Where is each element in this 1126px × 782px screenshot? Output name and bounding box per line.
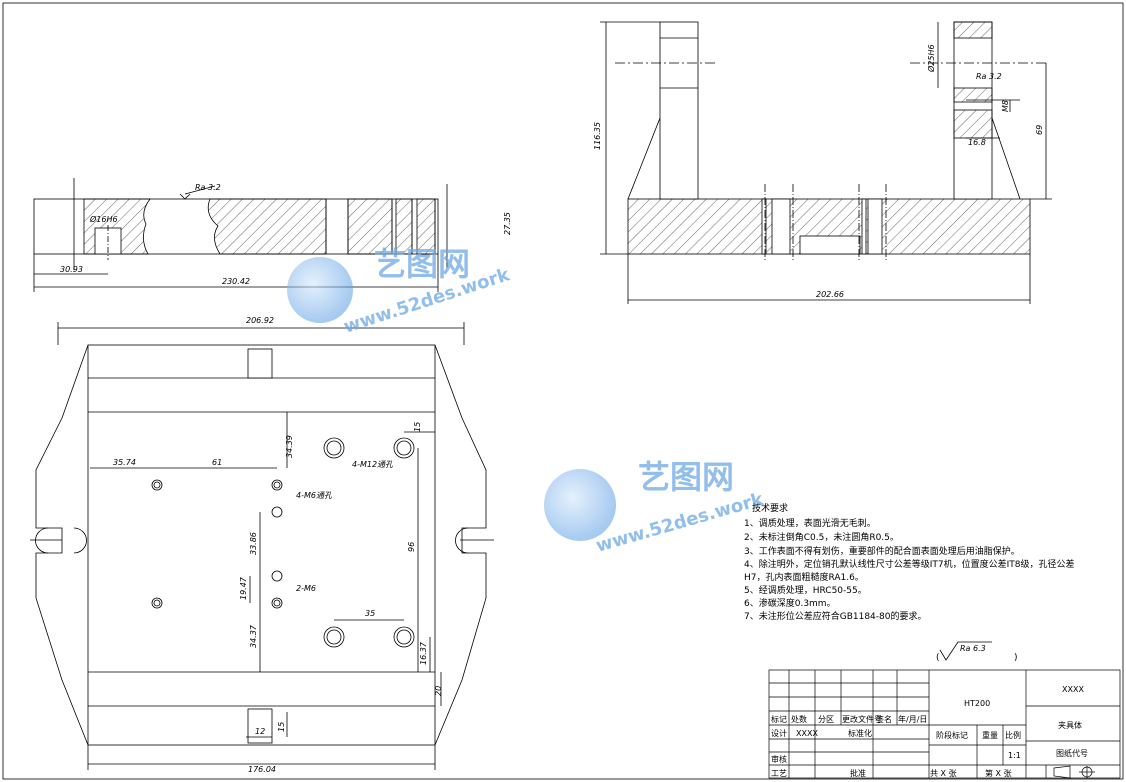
tb-fen: 分区 xyxy=(818,715,834,724)
tb-scale: 比例 xyxy=(1005,730,1021,740)
plan-dim-35-74: 35.74 xyxy=(113,458,136,467)
tech-line-4: 4、除注明外，定位销孔默认线性尺寸公差等级IT7机，位置度公差IT8级，孔径公差 xyxy=(744,558,1074,570)
tb-doc: 更改文件号 xyxy=(842,714,882,724)
tb-review: 审核 xyxy=(771,754,787,764)
tb-sign: 签名 xyxy=(876,714,892,724)
tb-std: 标准化 xyxy=(848,728,872,738)
right-ra-label: Ra 3.2 xyxy=(976,72,1002,81)
right-dim-width: 202.66 xyxy=(816,290,844,299)
plan-dim-61: 61 xyxy=(212,458,222,467)
tb-date: 年/月/日 xyxy=(898,714,927,724)
tb-name: 夹具体 xyxy=(1058,720,1082,730)
right-section-view xyxy=(600,21,1052,304)
right-dim-m8: M8 xyxy=(1001,100,1010,112)
tb-code: XXXX xyxy=(1062,685,1084,694)
plan-dim-35: 35 xyxy=(365,609,375,618)
tb-drawing-no: 图纸代号 xyxy=(1056,748,1088,758)
plan-dim-bottom: 176.04 xyxy=(248,765,276,774)
svg-text:): ) xyxy=(1014,653,1018,663)
left-dim-27: 27.35 xyxy=(503,212,512,235)
svg-text:艺图网: 艺图网 xyxy=(374,245,470,283)
tech-line-6: 5、经调质处理，HRC50-55。 xyxy=(744,584,867,596)
plan-label-2m6: 2-M6 xyxy=(296,584,316,593)
tb-weight: 重量 xyxy=(982,730,998,740)
right-dim-bore: Ø25H6 xyxy=(926,44,936,73)
plan-dim-33-86: 33.86 xyxy=(249,532,258,555)
tech-line-7: 6、渗碳深度0.3mm。 xyxy=(744,597,836,609)
tb-scale-val: 1:1 xyxy=(1008,751,1021,760)
tech-line-1: 1、调质处理，表面光滑无毛刺。 xyxy=(744,517,876,529)
plan-dim-15b: 15 xyxy=(277,722,286,732)
plan-dim-15: 15 xyxy=(413,422,422,432)
tb-process: 工艺 xyxy=(771,769,787,778)
left-section-view xyxy=(33,178,448,292)
plan-dim-19-47: 19.47 xyxy=(239,576,248,600)
watermark-2: 艺图网 www.52des.work xyxy=(544,458,767,557)
plan-label-m6: 4-M6通孔 xyxy=(296,491,333,500)
tech-line-2: 2、未标注倒角C0.5，未注圆角R0.5。 xyxy=(744,531,899,543)
plan-dim-34-37: 34.37 xyxy=(249,624,258,648)
tb-design-name: XXXX xyxy=(796,729,818,738)
right-dim-16: 16.8 xyxy=(968,138,986,147)
plan-view xyxy=(30,322,494,770)
right-dim-height: 116.35 xyxy=(593,122,602,150)
title-block xyxy=(768,669,1121,779)
plan-dim-top: 206.92 xyxy=(246,316,274,325)
plan-dim-12: 12 xyxy=(255,727,265,736)
tb-material: HT200 xyxy=(964,699,990,708)
tb-count: 处数 xyxy=(791,714,807,724)
tech-line-3: 3、工作表面不得有划伤，重要部件的配合面表面处理后用油脂保护。 xyxy=(744,545,1020,557)
tb-sheet: 第 X 张 xyxy=(985,768,1012,778)
plan-dim-96: 96 xyxy=(407,542,416,552)
tech-line-8: 7、未注形位公差应符合GB1184-80的要求。 xyxy=(744,610,926,622)
left-hole-label: Ø16H6 xyxy=(89,214,118,224)
tb-design: 设计 xyxy=(771,728,787,738)
left-dim-230: 230.42 xyxy=(222,277,250,286)
tb-approve: 批准 xyxy=(850,768,866,778)
plan-label-m12: 4-M12通孔 xyxy=(352,460,394,469)
left-ra-label: Ra 3.2 xyxy=(195,183,221,192)
plan-dim-16-37: 16.37 xyxy=(419,641,428,665)
svg-text:www.52des.work: www.52des.work xyxy=(594,489,767,557)
tech-line-5: H7，孔内表面粗糙度RA1.6。 xyxy=(744,571,864,583)
left-dim-30: 30.93 xyxy=(60,265,83,274)
plan-dim-34-39: 34.39 xyxy=(285,435,294,458)
svg-text:(: ( xyxy=(936,653,940,663)
right-dim-69: 69 xyxy=(1035,125,1044,135)
watermark-1: 艺图网 www.52des.work xyxy=(287,245,513,338)
tb-mark: 标记 xyxy=(771,714,787,724)
tb-stage: 阶段标记 xyxy=(936,730,968,740)
tech-title: 技术要求 xyxy=(752,502,788,514)
svg-text:艺图网: 艺图网 xyxy=(638,458,734,496)
technical-requirements: 技术要求 1、调质处理，表面光滑无毛刺。 2、未标注倒角C0.5，未注圆角R0.… xyxy=(744,502,1074,663)
tb-sheets: 共 X 张 xyxy=(930,769,957,778)
surface-roughness: Ra 6.3 xyxy=(960,644,986,653)
plan-dim-20: 20 xyxy=(434,686,443,696)
